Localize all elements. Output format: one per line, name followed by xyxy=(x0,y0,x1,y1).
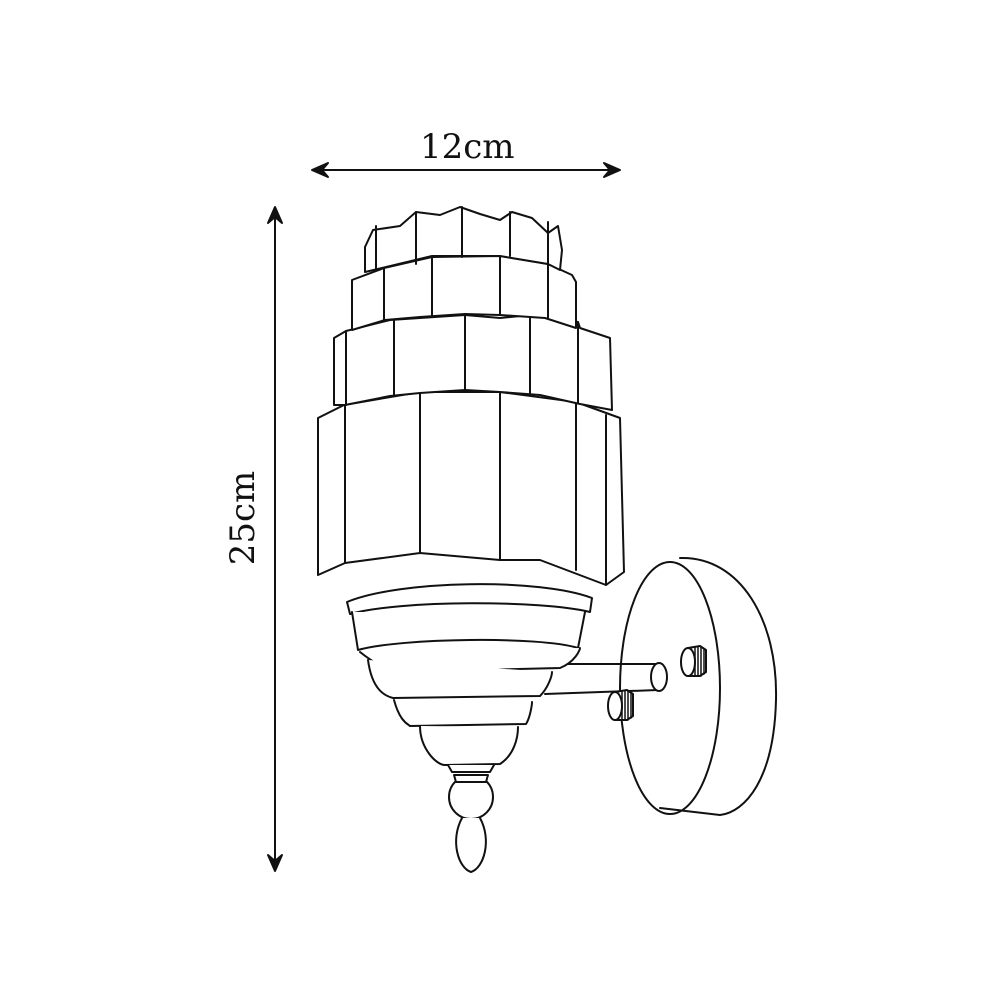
holder-base xyxy=(346,583,593,773)
arm xyxy=(544,662,668,695)
mounting-screw-lower xyxy=(607,689,634,721)
mounting-screw-upper xyxy=(680,645,707,677)
height-dimension-arrow xyxy=(267,206,283,872)
width-dimension-label: 12cm xyxy=(420,127,515,167)
finial xyxy=(448,774,494,873)
height-dimension-label: 25cm xyxy=(223,470,263,566)
width-dimension-arrow xyxy=(311,162,621,178)
wall-plate xyxy=(619,556,778,816)
tiered-shade xyxy=(317,206,625,586)
